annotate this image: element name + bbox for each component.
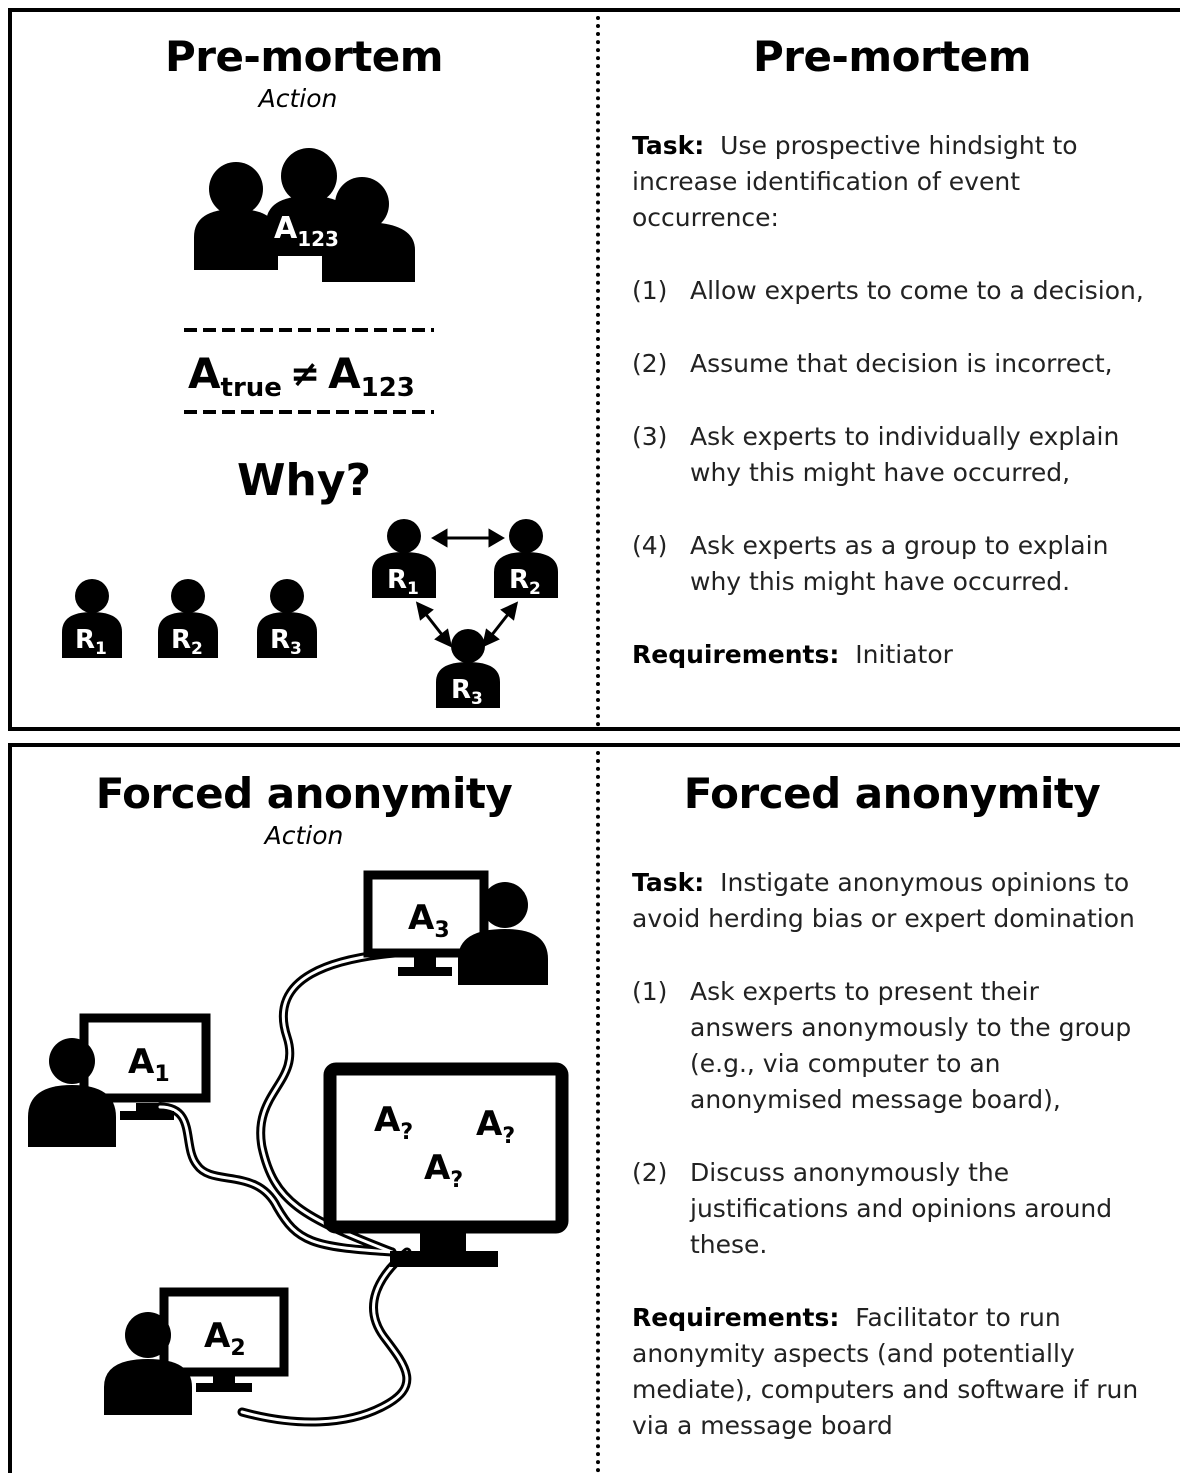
pre-mortem-card: Pre-mortem Action A123 Atrue≠A123 Why? [8, 8, 1180, 731]
forced-anonymity-illustration-panel: Forced anonymity Action A? A? A? [12, 747, 596, 1473]
network-expert-1: R1 [372, 519, 436, 599]
individual-expert-1: R1 [62, 579, 122, 659]
individual-expert-1-label: R1 [75, 625, 107, 659]
pre-mortem-diagram: A123 Atrue≠A123 Why? R1 R2 R [62, 148, 558, 709]
forced-anonymity-task: Task: Instigate anonymous opinions to av… [632, 868, 1135, 933]
network-expert-1-label: R1 [387, 565, 419, 599]
pre-mortem-step-4: (4)Ask experts as a group to explain why… [632, 531, 1109, 596]
group-answer-label: A123 [274, 211, 339, 251]
dotted-divider [596, 751, 600, 1473]
individual-expert-3-label: R3 [270, 625, 302, 659]
pre-mortem-step-1: (1)Allow experts to come to a decision, [632, 276, 1144, 305]
network-arrows [415, 528, 519, 648]
expert-2-workstation [104, 1287, 289, 1415]
dotted-divider [596, 16, 600, 727]
anonymous-answer-3: A? [424, 1148, 463, 1193]
forced-anonymity-action-label: Action [264, 821, 344, 850]
central-message-board-monitor [323, 1062, 569, 1267]
forced-anonymity-diagram: A? A? A? A3 A1 [28, 870, 569, 1427]
pre-mortem-description-panel: Pre-mortem Task: Use prospective hindsig… [604, 12, 1180, 727]
pre-mortem-left-title: Pre-mortem [164, 32, 444, 81]
pre-mortem-requirements: Requirements: Initiator [632, 640, 953, 669]
forced-anonymity-requirements: Requirements: Facilitator to run anonymi… [632, 1303, 1139, 1440]
anonymous-answer-2: A? [476, 1104, 515, 1149]
forced-anonymity-description-panel: Forced anonymity Task: Instigate anonymo… [604, 747, 1180, 1473]
pre-mortem-step-2: (2)Assume that decision is incorrect, [632, 349, 1113, 378]
forced-anonymity-card: Forced anonymity Action A? A? A? [8, 743, 1180, 1473]
why-question: Why? [237, 455, 371, 506]
expert-2-answer: A2 [204, 1316, 246, 1361]
network-expert-3: R3 [436, 629, 500, 709]
network-expert-2-label: R2 [509, 565, 541, 599]
forced-anonymity-right-title: Forced anonymity [683, 769, 1101, 818]
pre-mortem-body: Task: Use prospective hindsight to incre… [632, 128, 1150, 673]
network-expert-2: R2 [494, 519, 558, 599]
pre-mortem-action-label: Action [258, 84, 338, 113]
expert-group-icon [194, 148, 415, 282]
expert-3-workstation [363, 870, 548, 985]
pre-mortem-illustration-panel: Pre-mortem Action A123 Atrue≠A123 Why? [12, 12, 596, 727]
individual-expert-2-label: R2 [171, 625, 203, 659]
expert-3-answer: A3 [408, 898, 450, 943]
network-expert-3-label: R3 [451, 675, 483, 709]
pre-mortem-right-title: Pre-mortem [752, 32, 1032, 81]
pre-mortem-task: Task: Use prospective hindsight to incre… [632, 131, 1078, 232]
inequality-equation: Atrue≠A123 [188, 349, 415, 403]
individual-expert-2: R2 [158, 579, 218, 659]
forced-anonymity-left-title: Forced anonymity [95, 769, 513, 818]
expert-1-workstation [28, 1013, 211, 1147]
anonymous-answer-1: A? [374, 1100, 413, 1145]
forced-anonymity-step-1: (1)Ask experts to present their answers … [632, 977, 1132, 1114]
individual-expert-3: R3 [257, 579, 317, 659]
forced-anonymity-body: Task: Instigate anonymous opinions to av… [632, 865, 1150, 1444]
pre-mortem-step-3: (3)Ask experts to individually explain w… [632, 422, 1120, 487]
expert-1-answer: A1 [128, 1042, 170, 1087]
forced-anonymity-step-2: (2)Discuss anonymously the justification… [632, 1158, 1113, 1259]
